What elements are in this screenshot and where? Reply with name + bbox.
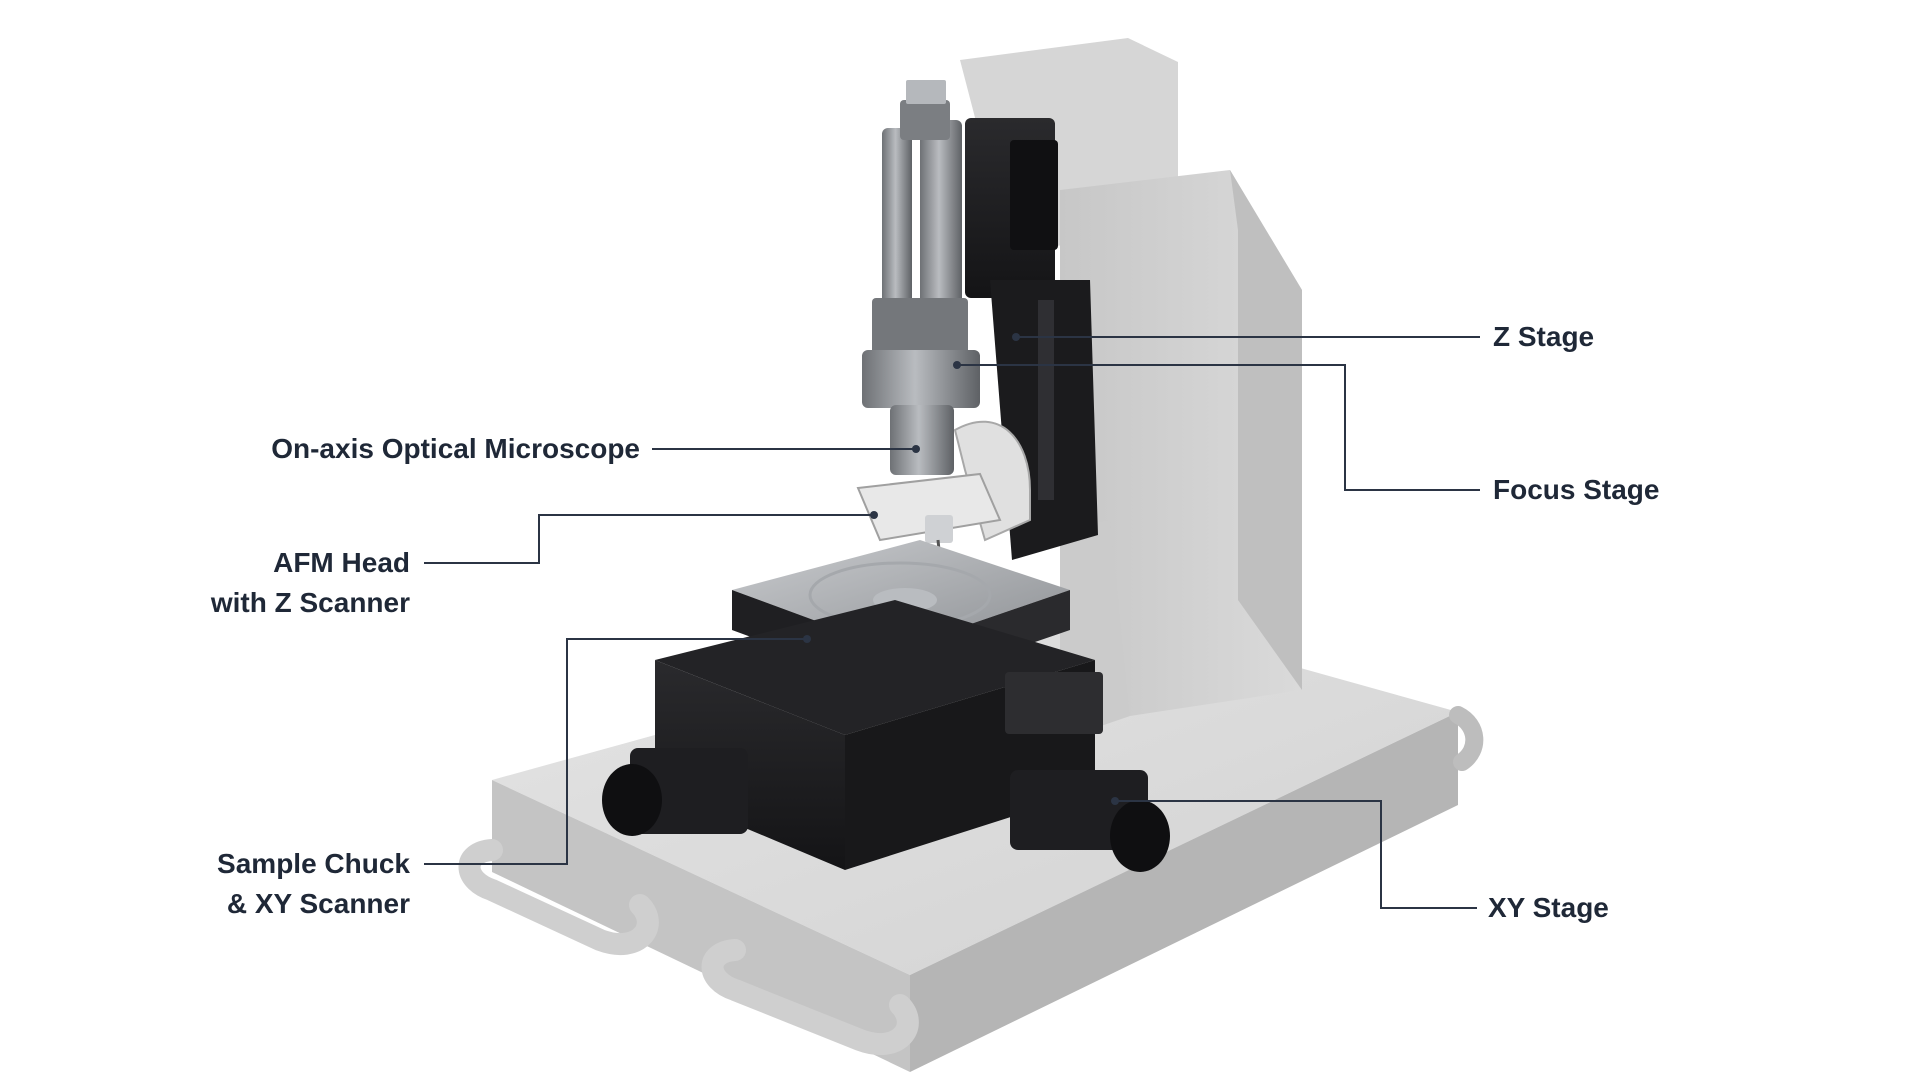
base-handle-front: [701, 939, 919, 1056]
xy-stage-top: [655, 600, 1095, 735]
microscope-camera-top: [900, 100, 950, 140]
microscope-heat-sink: [906, 80, 946, 104]
xy-motor-right-cap: [1110, 800, 1170, 872]
z-stage-guide: [1038, 300, 1054, 500]
label-afm-head-line-1: AFM Head: [273, 547, 410, 578]
label-afm-head-line-2: with Z Scanner: [210, 587, 410, 618]
afm-head-body: [856, 472, 1002, 542]
xy-stage: [602, 600, 1170, 872]
afm-head: [856, 472, 1002, 561]
label-xy-stage: XY Stage: [1488, 888, 1609, 928]
leader-dot-xy-stage: [1111, 797, 1119, 805]
leader-line-afm-head: [424, 514, 874, 564]
label-sample-chuck-line-1: Sample Chuck: [217, 848, 410, 879]
leader-dot-focus-stage: [953, 361, 961, 369]
leader-dot-sample-chuck: [803, 635, 811, 643]
leader-line-xy-stage: [1115, 800, 1477, 909]
xy-connectors: [1005, 672, 1103, 734]
leader-dot-z-stage: [1012, 333, 1020, 341]
objective-lens: [890, 405, 954, 475]
afm-head-scanner: [925, 515, 953, 543]
leader-dot-optical-microscope: [912, 445, 920, 453]
label-z-stage-line-1: Z Stage: [1493, 321, 1595, 352]
microscope-tube-right: [920, 120, 962, 330]
label-afm-head: AFM Head with Z Scanner: [211, 543, 410, 623]
label-optical-microscope: On-axis Optical Microscope: [271, 429, 640, 469]
base-handle-right: [1449, 706, 1484, 771]
label-sample-chuck: Sample Chuck & XY Scanner: [217, 844, 410, 924]
leader-line-sample-chuck: [424, 638, 807, 865]
label-focus-stage-line-1: Focus Stage: [1493, 474, 1660, 505]
leader-line-focus-stage: [957, 364, 1480, 491]
label-z-stage: Z Stage: [1493, 317, 1594, 357]
leader-dot-afm-head: [870, 511, 878, 519]
base-handle-left: [458, 839, 659, 956]
microscope-body: [872, 298, 968, 354]
label-optical-microscope-line-1: On-axis Optical Microscope: [271, 433, 640, 464]
base-plate-front: [492, 780, 910, 1072]
xy-stage-front: [655, 660, 845, 870]
z-stage-motor-block: [1010, 140, 1058, 250]
focus-stage-block: [862, 350, 980, 408]
label-focus-stage: Focus Stage: [1493, 470, 1659, 510]
optical-microscope-assembly: [862, 80, 1031, 542]
microscope-tube-left: [882, 128, 912, 328]
column-side-face: [1230, 170, 1302, 690]
column: [960, 38, 1302, 740]
label-xy-stage-line-1: XY Stage: [1488, 892, 1609, 923]
afm-bracket: [953, 420, 1031, 542]
xy-motor-left-cap: [602, 764, 662, 836]
label-sample-chuck-line-2: & XY Scanner: [226, 888, 410, 919]
z-stage-carriage: [965, 118, 1098, 560]
